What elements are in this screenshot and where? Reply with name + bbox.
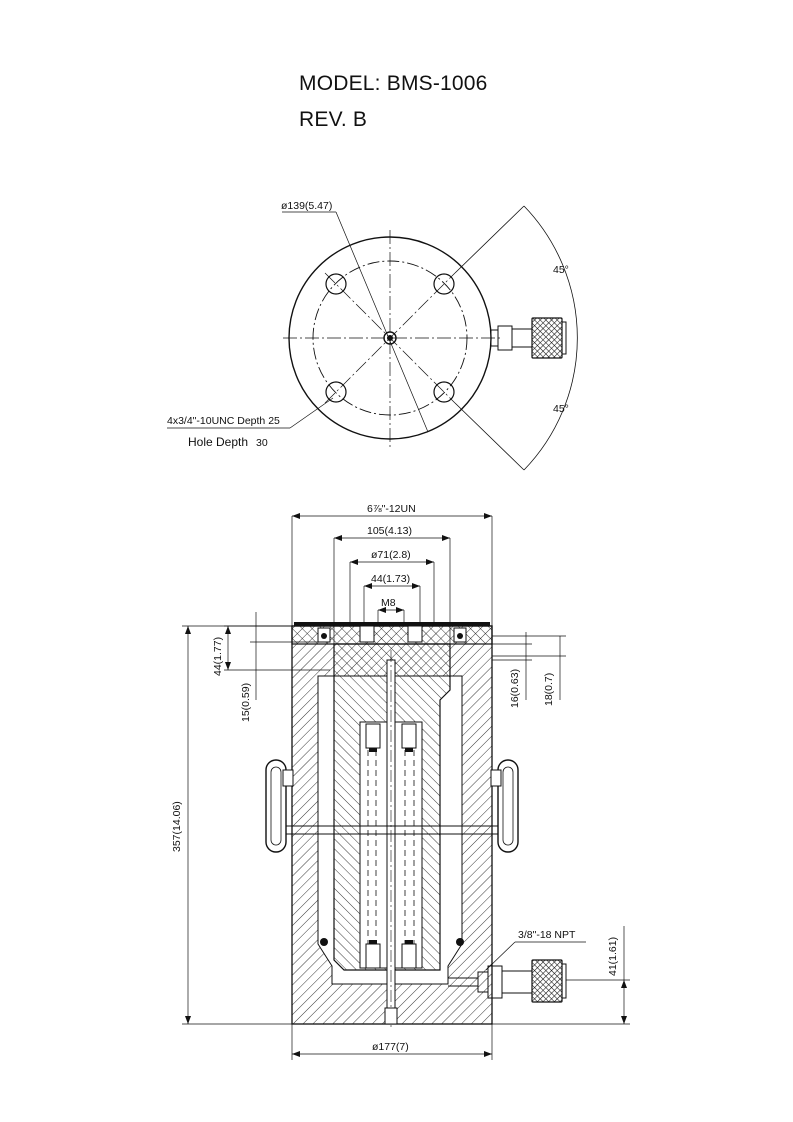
top-view: ø139(5.47) 45° 45° 4x3/4"-10UNC Depth 25…	[167, 200, 578, 471]
dimension-lines	[182, 515, 630, 1060]
revision-label: REV. B	[299, 108, 368, 131]
section-view: 6⅞"-12UN 105(4.13) ø71(2.8) 44(1.73) M8 …	[171, 503, 630, 1060]
width-105-label: 105(4.13)	[367, 525, 412, 537]
m8-label: M8	[381, 597, 396, 609]
angle-upper-label: 45°	[553, 264, 569, 276]
thread-top-label: 6⅞"-12UN	[367, 503, 416, 515]
dia-177-label: ø177(7)	[372, 1041, 409, 1053]
height-15-label: 15(0.59)	[240, 683, 252, 722]
handle-right	[490, 759, 519, 853]
angle-arc	[523, 205, 578, 471]
dia-71-label: ø71(2.8)	[371, 549, 411, 561]
height-44-label: 44(1.77)	[212, 637, 224, 676]
thread-note: 4x3/4"-10UNC Depth 25	[167, 415, 280, 427]
height-357-label: 357(14.06)	[171, 801, 183, 852]
coupler-side	[477, 959, 567, 1003]
center-hole	[383, 331, 397, 345]
height-41-label: 41(1.61)	[607, 937, 619, 976]
port-thread-label: 3/8"-18 NPT	[518, 929, 576, 941]
hole-depth-label: Hole Depth	[188, 435, 248, 449]
height-16-label: 16(0.63)	[509, 669, 521, 708]
top-diameter-label: ø139(5.47)	[281, 200, 332, 212]
model-title: MODEL: BMS-1006	[299, 72, 488, 95]
bolt-holes	[325, 273, 455, 403]
hole-depth-value: 30	[256, 437, 268, 449]
coupler-top	[490, 317, 567, 359]
height-18-label: 18(0.7)	[543, 673, 555, 706]
angle-lower-label: 45°	[553, 403, 569, 415]
width-44-label: 44(1.73)	[371, 573, 410, 585]
handle-left	[265, 759, 294, 853]
